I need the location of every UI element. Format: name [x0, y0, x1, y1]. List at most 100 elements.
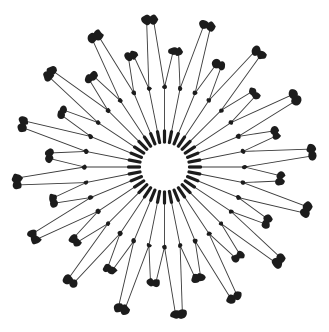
fork-node: [84, 149, 89, 154]
leaf-node: [47, 66, 57, 75]
leaf-node: [257, 51, 267, 60]
branch-line: [153, 19, 164, 87]
leaf-node: [300, 208, 310, 218]
fork-node: [162, 245, 167, 250]
trunk-line: [172, 89, 181, 132]
branch-line: [243, 181, 280, 183]
branch-line: [49, 151, 86, 153]
branch-line: [165, 51, 174, 87]
trunk-line: [198, 181, 239, 198]
petal-mark: [169, 192, 171, 203]
petal-mark: [131, 177, 141, 181]
petal-mark: [135, 181, 144, 187]
leaf-node: [170, 310, 180, 318]
branch-line: [221, 91, 252, 110]
branch-line: [89, 79, 108, 110]
trunk-line: [200, 151, 243, 160]
fork-node: [162, 84, 167, 89]
petal-mark: [145, 137, 151, 146]
petal-mark: [158, 192, 160, 203]
branch-line: [54, 198, 90, 204]
petal-mark: [182, 185, 190, 193]
fork-node: [241, 180, 245, 184]
branch-line: [180, 246, 196, 279]
branch-line: [180, 246, 182, 314]
petal-mark: [189, 160, 200, 162]
trunk-line: [198, 136, 239, 153]
branch-line: [53, 183, 86, 199]
node-marks-group: [12, 14, 317, 318]
petal-mark: [158, 132, 160, 143]
trunk-line: [190, 110, 221, 141]
trunk-line: [190, 193, 221, 224]
branch-line: [17, 167, 85, 178]
petal-mark: [139, 142, 147, 150]
leaf-node: [273, 131, 281, 140]
branch-line: [52, 71, 108, 111]
trunk-line: [178, 93, 195, 134]
branch-line: [209, 234, 236, 259]
branch-line: [209, 50, 256, 100]
leaf-node: [69, 234, 78, 243]
petal-mark: [129, 160, 140, 162]
trunk-line: [149, 89, 158, 132]
trunk-line: [134, 200, 151, 241]
fork-node: [178, 243, 182, 248]
petal-mark: [135, 147, 144, 153]
branch-line: [125, 246, 149, 310]
leaf-node: [191, 274, 199, 283]
branch-line: [18, 183, 86, 185]
branch-line: [93, 76, 120, 101]
trunk-line: [194, 187, 231, 211]
petal-mark: [151, 134, 155, 144]
petal-mark: [182, 142, 190, 150]
leaf-node: [275, 177, 285, 185]
petal-mark: [189, 172, 200, 174]
trunk-line: [178, 200, 195, 241]
petal-mark: [169, 132, 171, 143]
leaf-node: [60, 105, 67, 114]
trunk-line: [108, 193, 139, 224]
trunk-line: [91, 181, 132, 198]
trunk-line: [86, 151, 129, 160]
leaf-node: [114, 303, 123, 312]
fork-node: [219, 109, 224, 113]
trunk-line: [185, 101, 209, 138]
leaf-node: [12, 174, 23, 184]
fork-node: [178, 86, 182, 91]
petal-mark: [185, 147, 194, 153]
trunk-line: [86, 174, 129, 183]
leaf-node: [146, 278, 154, 286]
fork-node: [236, 134, 241, 139]
petal-mark: [185, 181, 194, 187]
branch-line: [149, 246, 151, 283]
branch-line: [165, 247, 176, 315]
branch-line: [243, 149, 311, 151]
petal-mark: [188, 153, 198, 157]
branch-line: [221, 55, 261, 111]
branch-line: [231, 96, 256, 123]
leaf-node: [262, 220, 270, 228]
trunk-line: [200, 174, 243, 183]
branch-line: [77, 224, 108, 243]
branch-line: [73, 211, 98, 238]
branch-line: [48, 76, 98, 123]
trunk-line: [98, 123, 135, 147]
trunk-line: [108, 110, 139, 141]
branch-line: [221, 224, 240, 255]
petal-mark: [174, 134, 178, 144]
fork-node: [131, 238, 136, 243]
branch-line: [22, 127, 86, 151]
branch-line: [221, 224, 277, 264]
trunk-line: [149, 202, 158, 245]
fork-node: [147, 243, 152, 247]
branch-line: [133, 55, 149, 88]
branch-line: [180, 24, 204, 88]
branch-line: [147, 20, 149, 88]
leaf-node: [27, 230, 37, 238]
trunk-line: [185, 197, 209, 234]
fork-node: [241, 149, 246, 154]
petal-mark: [188, 177, 198, 181]
